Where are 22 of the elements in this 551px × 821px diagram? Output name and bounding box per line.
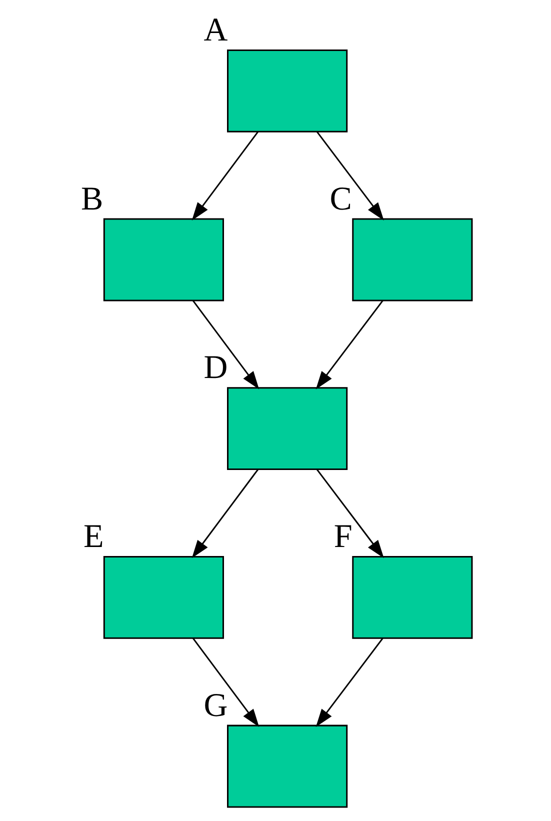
node-box xyxy=(226,387,348,470)
node-box xyxy=(102,556,224,639)
node-box xyxy=(352,556,472,639)
node-box xyxy=(226,49,348,132)
node-box xyxy=(352,218,472,302)
node-label: A xyxy=(203,12,228,49)
node-label: D xyxy=(203,349,228,386)
node-label: B xyxy=(80,180,103,218)
node-label: G xyxy=(203,686,228,724)
node-box xyxy=(102,218,224,302)
node-box xyxy=(226,724,348,808)
arrow xyxy=(316,131,384,220)
arrow xyxy=(191,131,258,220)
node-label: E xyxy=(82,518,104,556)
arrow xyxy=(315,638,383,727)
arrow xyxy=(316,468,384,558)
arrow xyxy=(315,300,383,390)
node-label: F xyxy=(333,518,352,556)
arrow xyxy=(192,638,259,727)
node-label: C xyxy=(329,180,352,218)
arrow xyxy=(191,468,258,558)
arrow xyxy=(192,300,259,390)
